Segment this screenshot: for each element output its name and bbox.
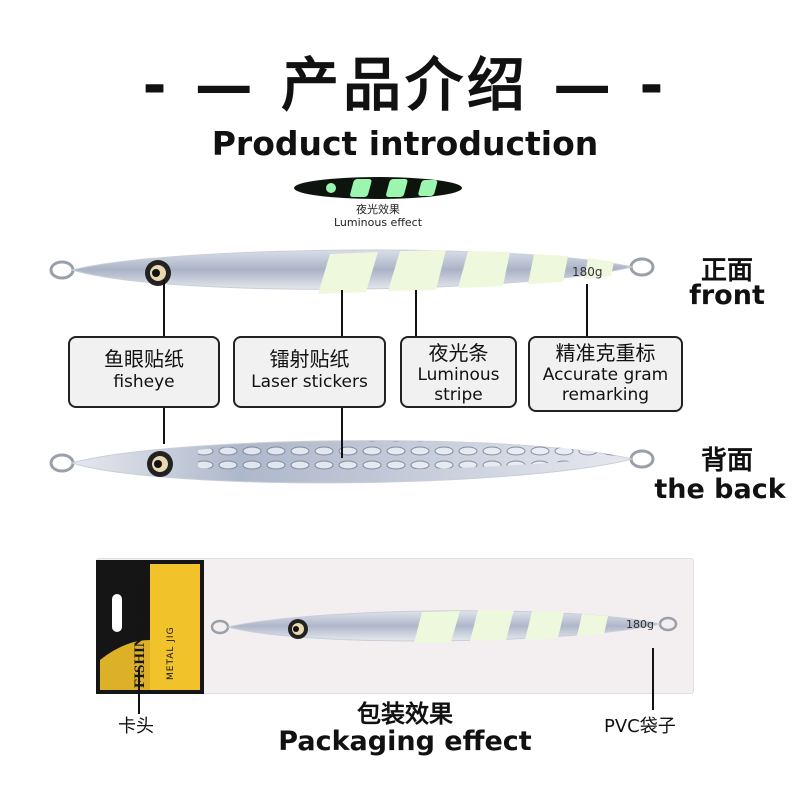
lure-front-image (49, 249, 655, 294)
callout-gram-cn: 精准克重标 (555, 341, 656, 365)
lure-back-image (49, 440, 655, 484)
leader-line-luminous (415, 290, 417, 336)
page-title-en: Product introduction (211, 124, 599, 163)
callout-laser-en: Laser stickers (251, 372, 368, 392)
callout-luminous-cn: 夜光条 (428, 341, 489, 365)
header-card-label: 卡头 (118, 716, 154, 737)
page-title-cn: - — 产品介绍 — - (142, 51, 668, 119)
leader-line-laser (341, 290, 343, 336)
back-label-en: the back (654, 474, 786, 505)
packaging-title-cn: 包装效果 (357, 700, 453, 728)
callout-gram-en: Accurate gram remarking (542, 365, 669, 405)
card-subtitle: METAL JIG (166, 626, 176, 680)
packaging-title-en: Packaging effect (278, 726, 532, 757)
front-label-cn: 正面 (700, 256, 753, 286)
callout-luminous-en: Luminous stripe (417, 365, 500, 405)
leader-line-laser-back (341, 408, 343, 458)
lure-packaged-image (210, 610, 678, 643)
front-label-en: front (689, 280, 765, 311)
leader-line-header-card (138, 670, 140, 714)
pvc-bag-label: PVC袋子 (604, 716, 676, 737)
leader-line-pvc-bag (652, 648, 654, 710)
callout-luminous: 夜光条 Luminous stripe (400, 336, 517, 408)
glow-preview-image (294, 177, 462, 199)
callout-laser-cn: 镭射贴纸 (269, 347, 350, 371)
callout-laser: 镭射贴纸 Laser stickers (233, 336, 386, 408)
leader-line-gram (586, 284, 588, 336)
callout-fisheye: 鱼眼贴纸 fisheye (68, 336, 220, 408)
card-title: FISHING LURE (132, 579, 148, 688)
callout-gram: 精准克重标 Accurate gram remarking (528, 336, 683, 412)
header-card: FISHING LURE METAL JIG (96, 560, 204, 694)
glow-caption-cn: 夜光效果 (356, 203, 400, 216)
front-weight-mark: 180g (572, 265, 603, 279)
callout-fisheye-en: fisheye (113, 372, 175, 392)
packaged-weight-mark: 180g (626, 618, 654, 631)
callout-fisheye-cn: 鱼眼贴纸 (104, 347, 184, 371)
glow-caption-en: Luminous effect (333, 216, 423, 229)
back-label-cn: 背面 (700, 446, 753, 476)
header-card-art (100, 564, 200, 690)
leader-line-fisheye-back (163, 408, 165, 444)
leader-line-fisheye (163, 280, 165, 336)
